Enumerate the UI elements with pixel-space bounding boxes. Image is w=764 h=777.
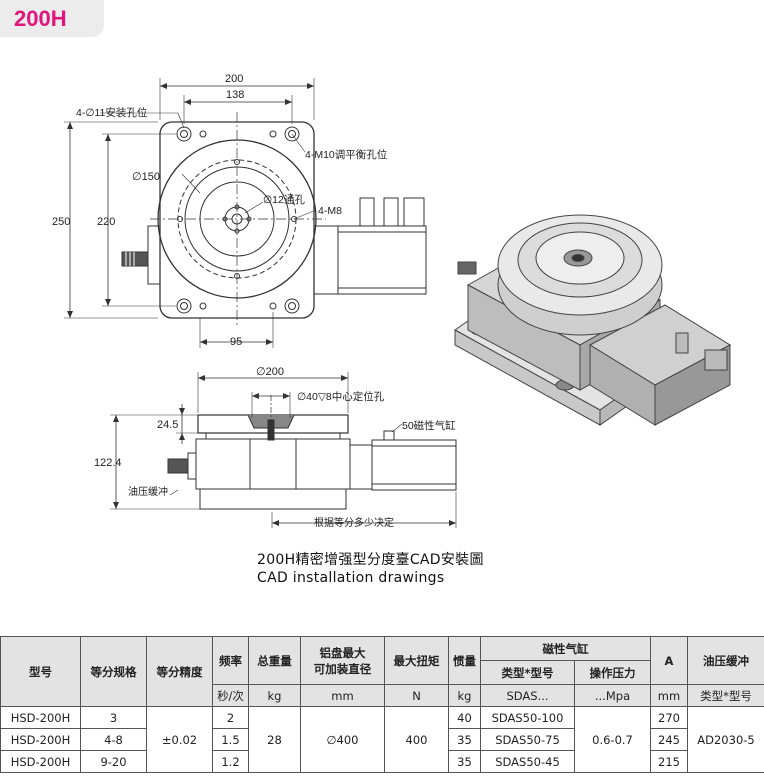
cell-buffer: AD2030-5 [687, 706, 764, 773]
label-m8: 4-M8 [318, 205, 342, 217]
cell-cylinder: SDAS50-45 [480, 750, 575, 773]
dim-hole-spacing: 138 [226, 89, 244, 101]
label-length-note: 根据等分多少决定 [314, 516, 394, 529]
cell-model: HSD-200H [0, 750, 81, 773]
unit-weight: kg [248, 684, 301, 707]
dim-disk-200: ∅200 [256, 366, 284, 378]
cell-model: HSD-200H [0, 706, 81, 729]
unit-max-torque: N [384, 684, 449, 707]
cell-inertia: 35 [448, 750, 481, 773]
th-buffer-model: 类型*型号 [687, 684, 764, 707]
cell-a: 270 [650, 706, 688, 729]
isometric-view [454, 214, 732, 426]
cell-frequency: 2 [212, 706, 249, 729]
cell-a: 245 [650, 728, 688, 751]
cell-division: 3 [80, 706, 147, 729]
cell-model: HSD-200H [0, 728, 81, 751]
dim-disk-thickness: 24.5 [157, 419, 178, 431]
unit-max-disk: mm [300, 684, 385, 707]
dim-height-220: 220 [97, 216, 115, 228]
cell-weight: 28 [248, 706, 301, 773]
th-weight: 总重量 [248, 636, 301, 685]
cell-frequency: 1.2 [212, 750, 249, 773]
table-row: HSD-200H 9-20 1.2 35 SDAS50-45 215 [0, 750, 764, 773]
th-buffer: 油压缓冲 [687, 636, 764, 685]
dim-total-height: 122.4 [94, 457, 122, 469]
label-buffer: 油压缓冲 [128, 485, 168, 498]
table-row: HSD-200H 4-8 1.5 35 SDAS50-75 245 [0, 728, 764, 751]
caption-en: CAD installation drawings [257, 570, 445, 586]
label-mount-holes: 4-∅11安装孔位 [76, 106, 148, 119]
unit-a: mm [650, 684, 688, 707]
th-max-disk-line2: 可加装直径 [313, 661, 372, 676]
model-tab: 200H [0, 0, 104, 37]
cell-frequency: 1.5 [212, 728, 249, 751]
dim-width-200: 200 [225, 73, 243, 85]
th-accuracy: 等分精度 [146, 636, 213, 707]
th-division: 等分规格 [80, 636, 147, 707]
unit-cylinder-pressure: ...Mpa [574, 684, 651, 707]
unit-frequency: 秒/次 [212, 684, 249, 707]
cell-division: 4-8 [80, 728, 147, 751]
cell-division: 9-20 [80, 750, 147, 773]
spec-table: 型号 等分规格 等分精度 频率 总重量 铝盘最大 可加装直径 最大扭矩 惯量 磁… [0, 636, 764, 773]
th-cylinder-model: 类型*型号 [480, 660, 575, 685]
th-model: 型号 [0, 636, 81, 707]
unit-inertia: kg [448, 684, 481, 707]
th-cylinder-pressure: 操作压力 [574, 660, 651, 685]
label-level-holes: 4-M10调平衡孔位 [305, 148, 388, 161]
cad-top-view: 200 138 4-∅11安装孔位 4-M10调平衡孔位 ∅150 ∅12通孔 … [52, 73, 732, 529]
unit-cylinder-model: SDAS... [480, 684, 575, 707]
cell-a: 215 [650, 750, 688, 773]
cell-inertia: 35 [448, 728, 481, 751]
cell-max-disk: ∅400 [300, 706, 385, 773]
drawing-caption: 200H精密增强型分度臺CAD安裝圖 CAD installation draw… [257, 551, 484, 587]
th-frequency: 频率 [212, 636, 249, 685]
dim-circle-150: ∅150 [132, 171, 160, 183]
cell-pressure: 0.6-0.7 [574, 706, 651, 773]
cell-max-torque: 400 [384, 706, 449, 773]
th-max-disk: 铝盘最大 可加装直径 [300, 636, 385, 685]
dim-through-hole: ∅12通孔 [263, 193, 305, 206]
th-max-disk-line1: 铝盘最大 [319, 645, 366, 660]
th-max-torque: 最大扭矩 [384, 636, 449, 685]
cell-inertia: 40 [448, 706, 481, 729]
dim-offset-95: 95 [230, 336, 242, 348]
cell-accuracy: ±0.02 [146, 706, 213, 773]
cell-cylinder: SDAS50-75 [480, 728, 575, 751]
th-inertia: 惯量 [448, 636, 481, 685]
cell-cylinder: SDAS50-100 [480, 706, 575, 729]
label-cylinder: 50磁性气缸 [402, 419, 456, 432]
th-a: A [650, 636, 688, 685]
table-row: HSD-200H 3 ±0.02 2 28 ∅400 400 40 SDAS50… [0, 706, 764, 773]
caption-cn: 200H精密增强型分度臺CAD安裝圖 [257, 552, 484, 568]
dim-center-hole: ∅40▽8中心定位孔 [297, 390, 385, 403]
th-cylinder: 磁性气缸 [480, 636, 651, 661]
dim-height-250: 250 [52, 216, 70, 228]
